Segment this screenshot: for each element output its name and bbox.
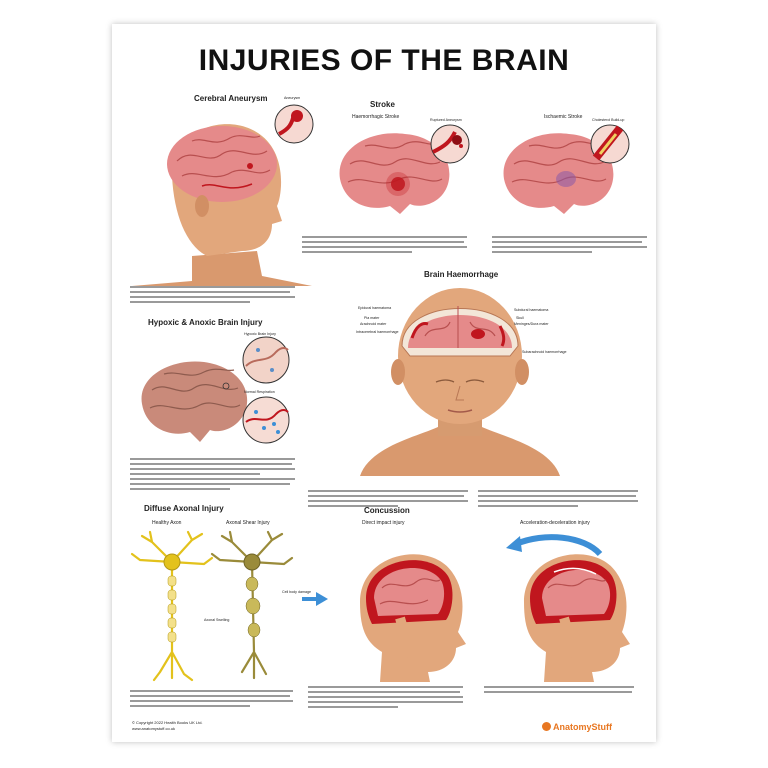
- copyright-text: © Copyright 2022 Health Books UK Ltd.: [132, 720, 203, 725]
- label-haemorrhagic-stroke: Haemorrhagic Stroke: [352, 114, 400, 120]
- label-axonal-shear-injury: Axonal Shear Injury: [226, 520, 270, 526]
- heading-diffuse-axonal-injury: Diffuse Axonal Injury: [144, 504, 224, 513]
- label-direct-impact-injury: Direct impact injury: [362, 520, 405, 526]
- acceleration-deceleration-head-illustration: [524, 554, 630, 682]
- label-acceleration-deceleration-injury: Acceleration-deceleration injury: [520, 520, 590, 526]
- heading-stroke: Stroke: [370, 100, 395, 109]
- page-title: INJURIES OF THE BRAIN: [198, 44, 570, 77]
- haemorrhage-description-left: [308, 490, 473, 510]
- label-healthy-axon: Healthy Axon: [152, 520, 182, 526]
- label-arachnoid-mater: Arachnoid mater: [360, 322, 387, 326]
- normal-respiration-zoom-circle: [242, 396, 290, 444]
- hypoxic-zoom-circle: [242, 336, 290, 384]
- label-cholesterol-build-up: Cholesterol Build-up: [592, 118, 625, 122]
- concussion-description-left: [308, 686, 468, 711]
- hypoxic-description: [130, 458, 300, 493]
- healthy-axon-illustration: [130, 530, 214, 682]
- label-pia-mater: Pia mater: [364, 316, 380, 320]
- label-subarachnoid-haemorrhage: Subarachnoid haemorrhage: [522, 350, 567, 354]
- heading-cerebral-aneurysm: Cerebral Aneurysm: [194, 94, 268, 103]
- aneurysm-zoom-circle: [274, 104, 314, 144]
- label-meninges: Meninges/Dura mater: [514, 322, 549, 326]
- aneurysm-description: [130, 286, 300, 306]
- stroke-description-ischaemic: [492, 236, 652, 256]
- ruptured-aneurysm-zoom-circle: [430, 124, 470, 164]
- anatomystuff-logo: AnatomyStuff: [542, 722, 612, 732]
- label-intracerebral-haemorrhage: Intracerebral haemorrhage: [356, 330, 399, 334]
- aneurysm-head-illustration: [132, 124, 312, 286]
- label-normal-respiration: Normal Respiration: [244, 390, 275, 394]
- label-aneurysm: Aneurysm: [284, 96, 301, 100]
- label-cell-body-damage: Cell body damage: [282, 590, 311, 594]
- website-text: www.anatomystuff.co.uk: [132, 726, 176, 731]
- heading-brain-haemorrhage: Brain Haemorrhage: [424, 270, 499, 279]
- logo-text: AnatomyStuff: [553, 722, 612, 732]
- axonal-description: [130, 690, 298, 710]
- label-hypoxic-brain-injury: Hypoxic Brain Injury: [244, 332, 276, 336]
- footer-copyright: © Copyright 2022 Health Books UK Ltd. ww…: [132, 720, 203, 732]
- heading-hypoxic-anoxic: Hypoxic & Anoxic Brain Injury: [148, 318, 263, 327]
- label-axonal-swelling: Axonal Swelling: [204, 618, 230, 622]
- label-subdural-haematoma: Subdural haematoma: [514, 308, 549, 312]
- haemorrhage-description-right: [478, 490, 643, 510]
- cholesterol-zoom-circle: [590, 124, 630, 164]
- brain-haemorrhage-illustration: [360, 288, 560, 476]
- label-ischaemic-stroke: Ischaemic Stroke: [544, 114, 583, 120]
- acceleration-arrow-icon: [506, 534, 603, 557]
- impact-arrow-icon: [302, 592, 328, 606]
- stroke-description-haemorrhagic: [302, 236, 472, 256]
- poster: INJURIES OF THE BRAIN Cerebral Aneurysm …: [112, 24, 656, 742]
- haemorrhagic-stroke-brain: [339, 133, 450, 214]
- heading-concussion: Concussion: [364, 506, 410, 515]
- concussion-description-right: [484, 686, 644, 696]
- logo-icon: [542, 722, 551, 731]
- hypoxic-brain-illustration: [141, 361, 248, 442]
- label-ruptured-aneurysm: Ruptured Aneurysm: [430, 118, 462, 122]
- label-epidural-haematoma: Epidural haematoma: [358, 306, 392, 310]
- direct-impact-head-illustration: [360, 554, 466, 682]
- axonal-shear-illustration: [210, 530, 294, 680]
- ischaemic-stroke-brain: [503, 133, 614, 214]
- label-skull: Skull: [516, 316, 524, 320]
